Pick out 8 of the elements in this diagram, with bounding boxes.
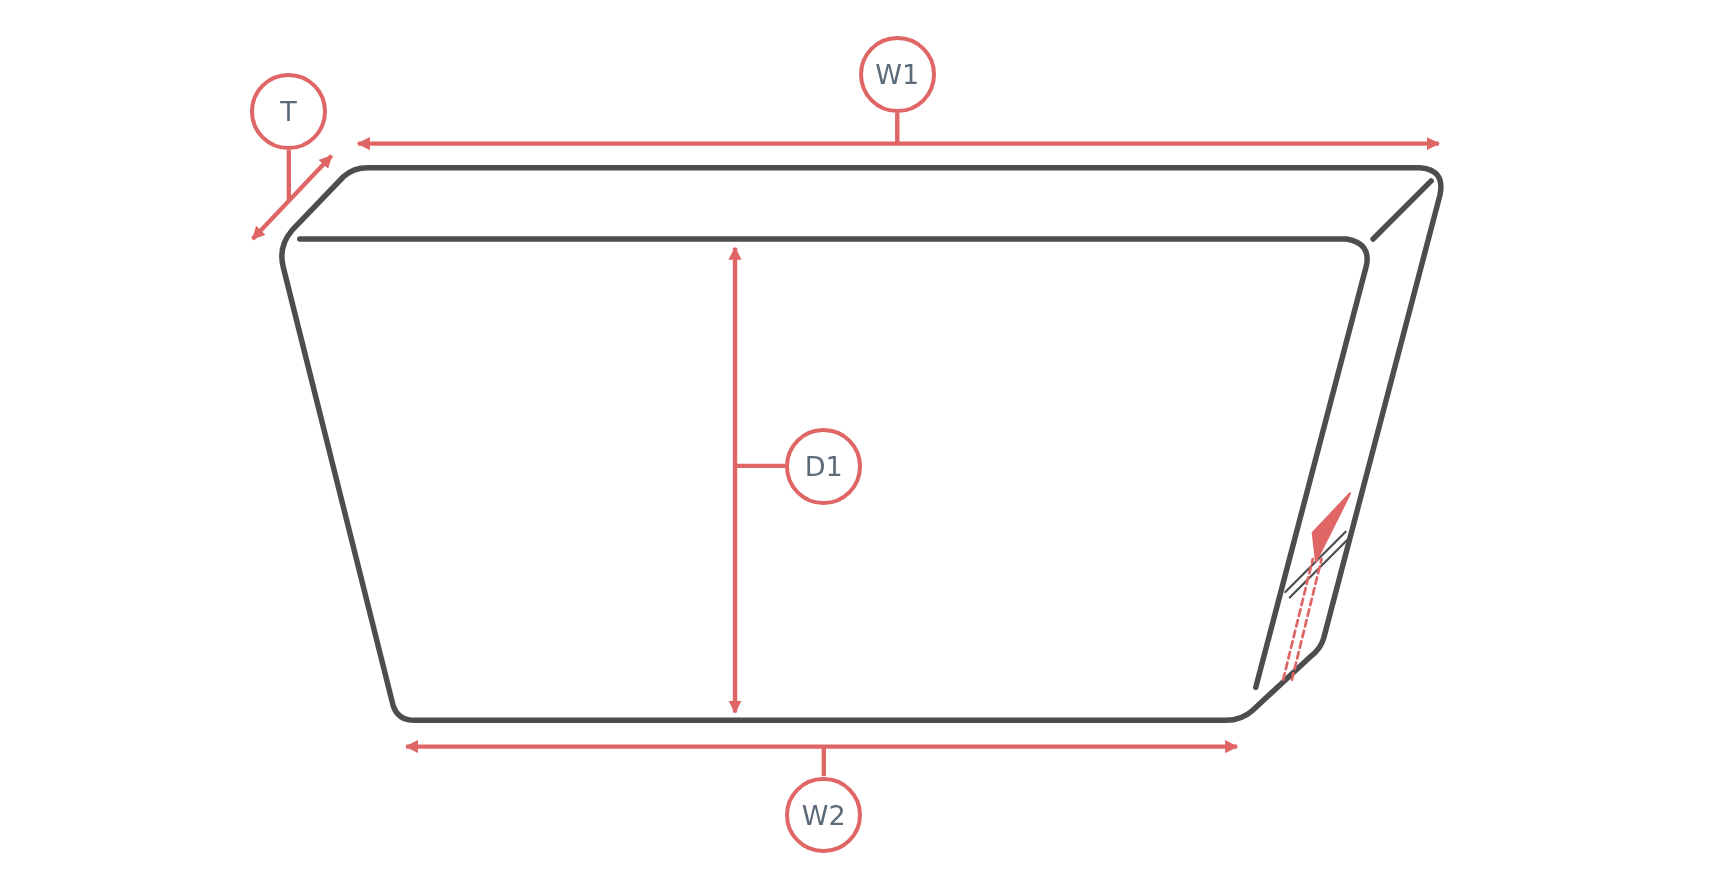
dimension-label: W2 xyxy=(801,801,846,829)
leader-line xyxy=(821,746,826,777)
dimension-label: T xyxy=(280,98,297,126)
leader-line xyxy=(286,150,292,200)
dimension-label: D1 xyxy=(804,452,843,480)
leader-line xyxy=(735,463,786,469)
leader-line xyxy=(895,112,900,144)
dimension-label: W1 xyxy=(875,61,920,89)
